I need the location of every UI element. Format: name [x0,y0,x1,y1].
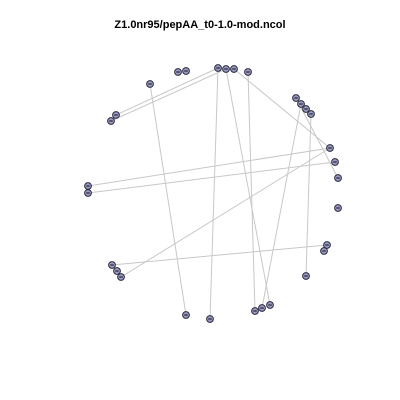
graph-node [182,67,190,75]
graph-node [112,111,120,119]
graph-node [84,182,92,190]
graph-node [307,110,315,118]
plot-title: Z1.0nr95/pepAA_t0-1.0-mod.ncol [114,19,286,31]
edge-2 [110,68,227,122]
graph-node [108,261,116,269]
edge-13 [120,147,331,278]
graph-node [146,80,154,88]
graph-node [182,311,190,319]
graph-node [302,272,310,280]
node-layer [84,64,342,323]
graph-node [251,307,259,315]
edge-5 [209,67,219,320]
graph-node [292,94,300,102]
edge-7 [87,147,331,187]
graph-node [174,68,182,76]
edge-3 [233,68,331,149]
edge-1 [115,67,219,116]
graph-node [334,204,342,212]
graph-node [214,64,222,72]
graph-node [320,247,328,255]
edge-layer [87,67,339,320]
graph-node [230,65,238,73]
graph-node [117,273,125,281]
graph-node [222,65,230,73]
graph-node [113,267,121,275]
graph-node [323,241,331,249]
edge-8 [87,161,336,194]
edge-4 [247,71,256,312]
graph-node [331,158,339,166]
graph-node [258,304,266,312]
edge-6 [149,83,187,316]
graph-node [334,174,342,182]
graph-node [302,105,310,113]
graph-node [326,144,334,152]
graph-node [244,68,252,76]
graph-node [206,315,214,323]
edge-14 [261,103,302,309]
edge-10 [225,68,271,306]
edge-11 [305,113,312,277]
graph-node [107,117,115,125]
graph-node [297,100,305,108]
graph-node [266,301,274,309]
graph-node [84,189,92,197]
edge-12 [111,244,328,266]
